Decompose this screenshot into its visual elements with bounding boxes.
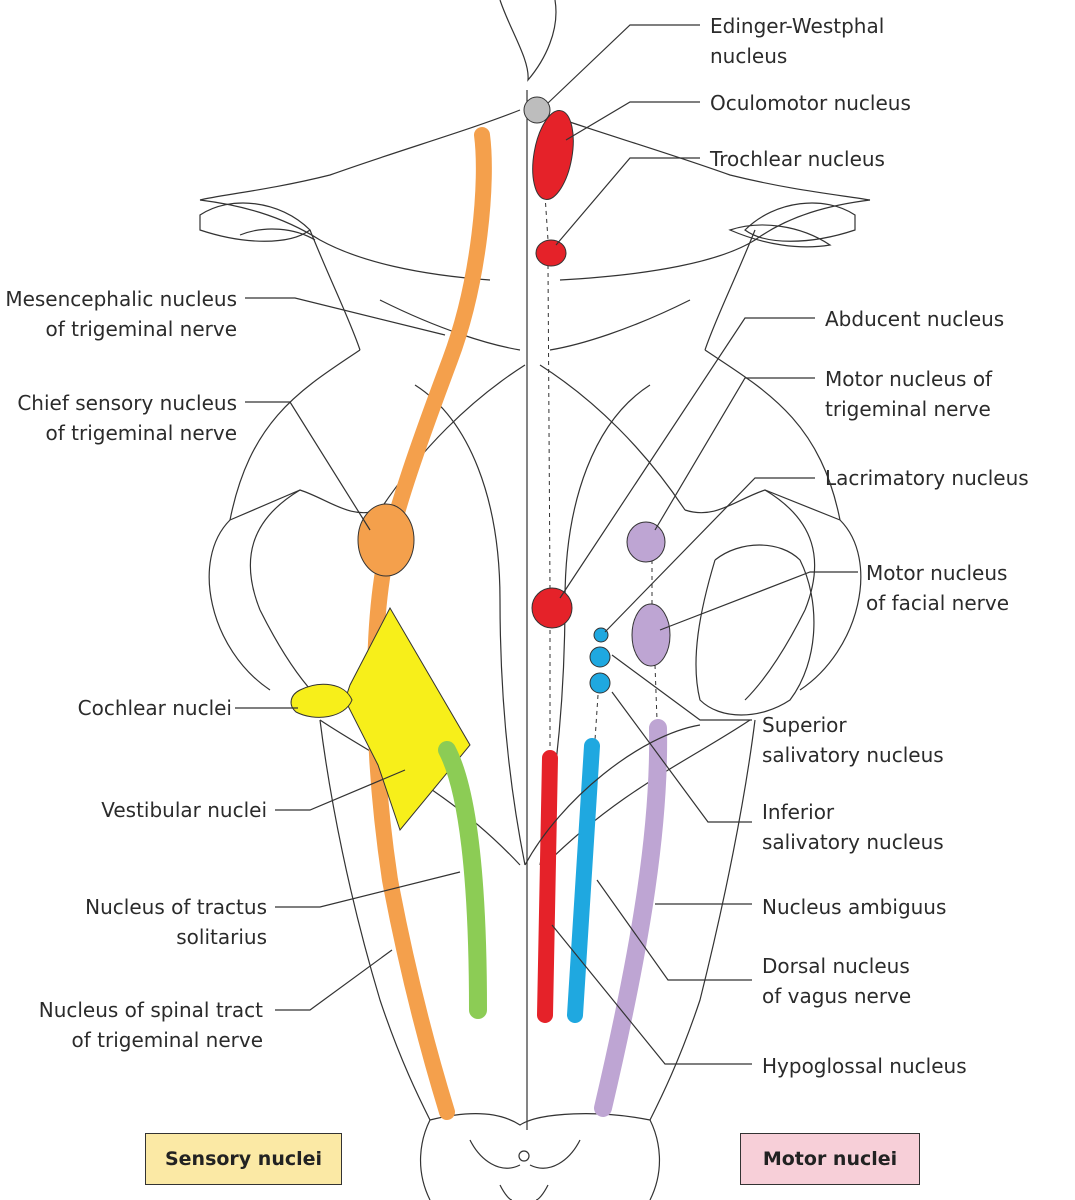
label-spinal-tract-nucleus: Nucleus of spinal tract of trigeminal ne… <box>38 998 263 1052</box>
vestibular-nuclei-shape <box>344 606 471 832</box>
label-tractus-solitarius: Nucleus of tractus solitarius <box>85 895 267 949</box>
label-nucleus-ambiguus: Nucleus ambiguus <box>762 895 947 919</box>
label-dorsal-vagus: Dorsal nucleus of vagus nerve <box>762 954 912 1008</box>
lacrimatory-nucleus-shape <box>593 627 609 643</box>
label-chief-sensory-nucleus: Chief sensory nucleus of trigeminal nerv… <box>17 391 237 445</box>
label-inferior-salivatory: Inferior salivatory nucleus <box>762 800 944 854</box>
hypoglossal-nucleus-shape <box>537 750 558 1023</box>
label-cochlear-nuclei: Cochlear nuclei <box>77 696 232 720</box>
nucleus-ambiguus-shape <box>594 719 668 1117</box>
label-motor-trigeminal: Motor nucleus of trigeminal nerve <box>825 367 993 421</box>
motor-facial-shape <box>631 603 671 667</box>
cochlear-nuclei-shape <box>290 683 353 718</box>
label-abducent-nucleus: Abducent nucleus <box>825 307 1005 331</box>
inferior-salivatory-shape <box>589 672 611 694</box>
leader-lines <box>235 24 858 1065</box>
motor-nuclei-group <box>523 96 671 1117</box>
label-oculomotor-nucleus: Oculomotor nucleus <box>710 91 911 115</box>
dashed-connectors <box>544 194 658 750</box>
motor-trigeminal-shape <box>626 521 666 563</box>
label-vestibular-nuclei: Vestibular nuclei <box>101 798 267 822</box>
label-edinger-westphal: Edinger-Westphal nucleus <box>710 14 885 68</box>
sensory-nuclei-group <box>290 127 492 1120</box>
chief-sensory-nucleus-shape <box>357 503 415 577</box>
edinger-westphal-shape <box>523 96 551 124</box>
label-superior-salivatory: Superior salivatory nucleus <box>762 713 944 767</box>
tractus-solitarius-shape <box>438 741 487 1019</box>
oculomotor-nucleus-shape <box>532 110 574 200</box>
dorsal-vagus-nucleus-shape <box>567 738 600 1023</box>
trochlear-nucleus-shape <box>535 239 567 267</box>
label-trochlear-nucleus: Trochlear nucleus <box>710 147 885 171</box>
label-motor-facial: Motor nucleus of facial nerve <box>866 561 1009 615</box>
label-lacrimatory-nucleus: Lacrimatory nucleus <box>825 466 1029 490</box>
superior-salivatory-shape <box>589 646 611 668</box>
legend-sensory-nuclei: Sensory nuclei <box>145 1133 342 1185</box>
label-hypoglossal-nucleus: Hypoglossal nucleus <box>762 1054 967 1078</box>
label-mesencephalic-nucleus: Mesencephalic nucleus of trigeminal nerv… <box>5 287 237 341</box>
legend-motor-nuclei: Motor nuclei <box>740 1133 920 1185</box>
abducent-nucleus-shape <box>531 587 573 629</box>
